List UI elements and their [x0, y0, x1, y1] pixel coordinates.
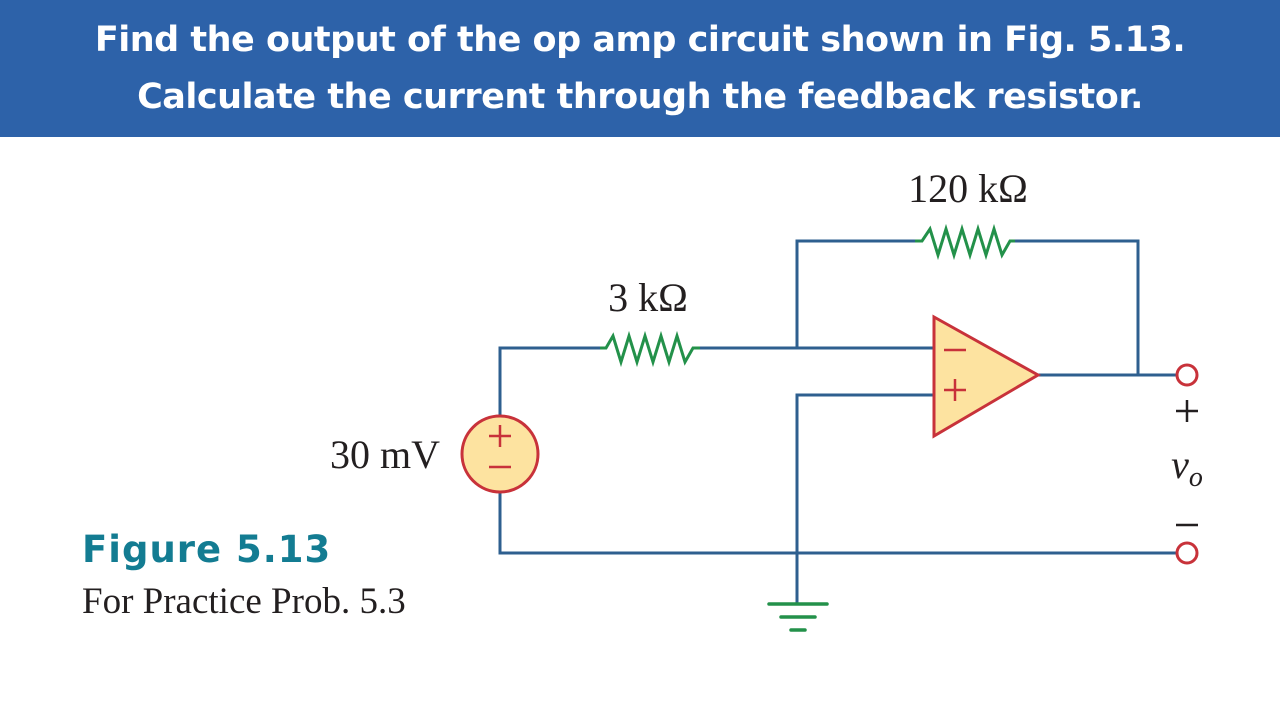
input-resistor-label: 3 kΩ: [608, 275, 688, 320]
wires: [498, 239, 1178, 603]
wire-noninverting-to-ground: [795, 393, 934, 603]
output-terminal-positive: [1175, 363, 1199, 387]
source-plus-sign: [489, 425, 511, 447]
output-terminal-negative: [1175, 541, 1199, 565]
output-plus-sign: [1176, 400, 1198, 422]
wire-source-to-input-resistor: [498, 346, 600, 420]
figure-title: Figure 5.13: [82, 528, 332, 571]
feedback-resistor-label: 120 kΩ: [908, 166, 1028, 211]
source-voltage-label: 30 mV: [330, 432, 440, 477]
question-line-2: Calculate the current through the feedba…: [137, 77, 1143, 117]
question-line-1: Find the output of the op amp circuit sh…: [94, 20, 1186, 60]
op-amp: [932, 314, 1042, 439]
wire-ground-rail: [498, 488, 1178, 555]
question-header: Find the output of the op amp circuit sh…: [0, 0, 1280, 137]
feedback-resistor: [915, 223, 1015, 261]
input-resistor: [600, 330, 700, 368]
figure-subtitle: For Practice Prob. 5.3: [82, 581, 406, 622]
wire-feedback-right: [1015, 239, 1140, 375]
ground-icon: [767, 602, 829, 632]
output-voltage-label: vo: [1171, 442, 1203, 493]
op-amp-noninverting-sign: [944, 379, 966, 401]
voltage-source: [460, 414, 540, 494]
wire-feedback-left: [795, 239, 915, 348]
